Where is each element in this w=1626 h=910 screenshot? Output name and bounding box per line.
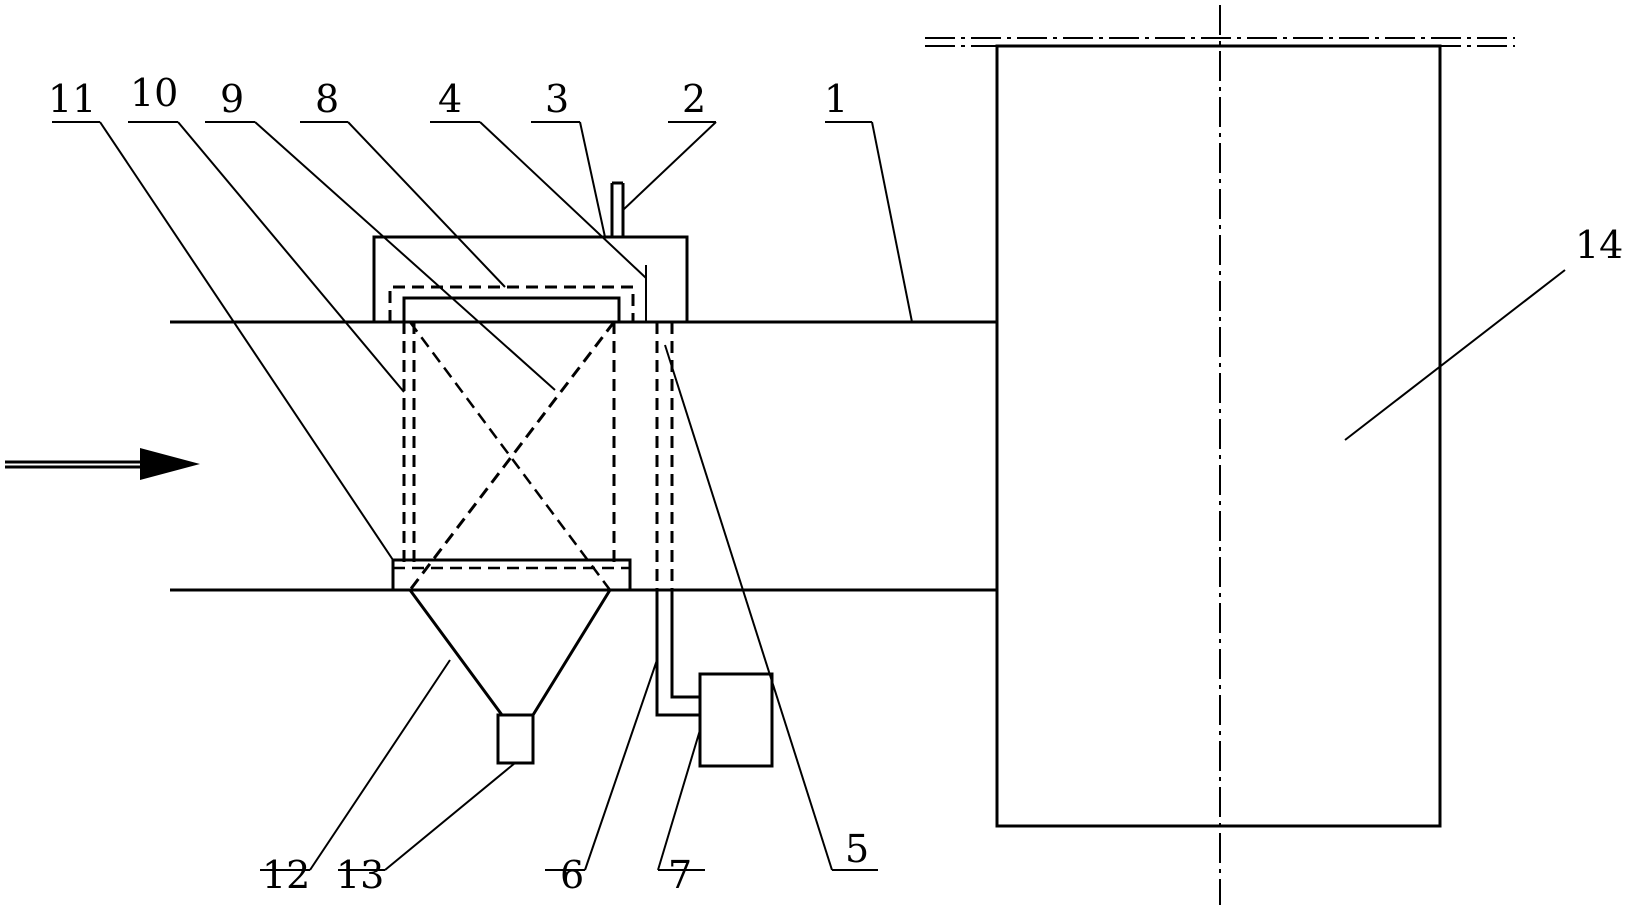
label-5: 5	[845, 827, 869, 871]
vertical-rod	[610, 181, 625, 237]
collection-box	[496, 713, 535, 765]
label-1: 1	[824, 77, 848, 121]
label-11: 11	[48, 77, 96, 121]
hopper	[408, 589, 612, 717]
label-8: 8	[315, 77, 339, 121]
analyzer-box	[698, 672, 774, 768]
heater-inner-frame	[402, 296, 621, 322]
label-12: 12	[262, 853, 310, 897]
label-2: 2	[682, 77, 706, 121]
heater-outer-frame	[388, 285, 635, 322]
housing-box	[372, 235, 689, 322]
label-6: 6	[560, 853, 584, 897]
label-7: 7	[668, 853, 692, 897]
label-14: 14	[1575, 223, 1623, 267]
flow-arrow	[5, 448, 200, 480]
bottom-frame	[391, 558, 632, 590]
filter-diagonal-b	[408, 321, 616, 591]
leader-lines	[52, 121, 1566, 871]
label-9: 9	[220, 77, 244, 121]
label-4: 4	[438, 77, 462, 121]
tank	[995, 44, 1442, 828]
outlet-pipe-inner	[670, 590, 700, 699]
outlet-pipe-outer	[655, 590, 700, 717]
label-3: 3	[545, 77, 569, 121]
label-10: 10	[130, 71, 178, 115]
label-13: 13	[336, 853, 384, 897]
